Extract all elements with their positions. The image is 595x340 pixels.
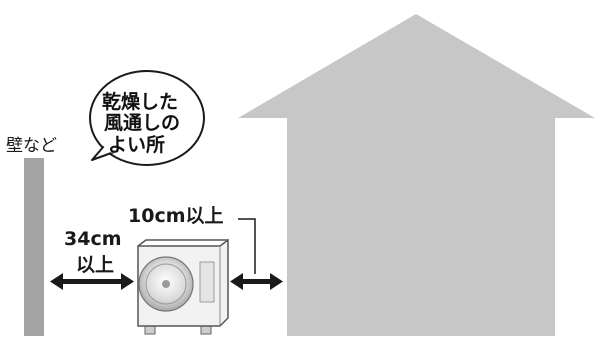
wall-clearance-label-line-1: 34cm: [64, 228, 122, 250]
bubble-text-line-3: よい所: [108, 134, 166, 156]
speech-bubble: [89, 70, 205, 166]
leader-line: [238, 218, 256, 274]
bubble-text-line-2: 風通しの: [104, 112, 181, 134]
wall-clearance-label-line-2: 以上: [76, 254, 115, 276]
wall-clearance-arrow: [50, 273, 134, 290]
house-shape: [238, 14, 595, 336]
house-clearance-label: 10cm以上: [128, 205, 224, 227]
wall-pillar: [24, 158, 44, 336]
outdoor-unit-icon: [137, 238, 229, 335]
house-clearance-arrow: [230, 273, 283, 290]
bubble-text-line-1: 乾燥した: [102, 91, 179, 113]
wall-label: 壁など: [6, 136, 57, 156]
